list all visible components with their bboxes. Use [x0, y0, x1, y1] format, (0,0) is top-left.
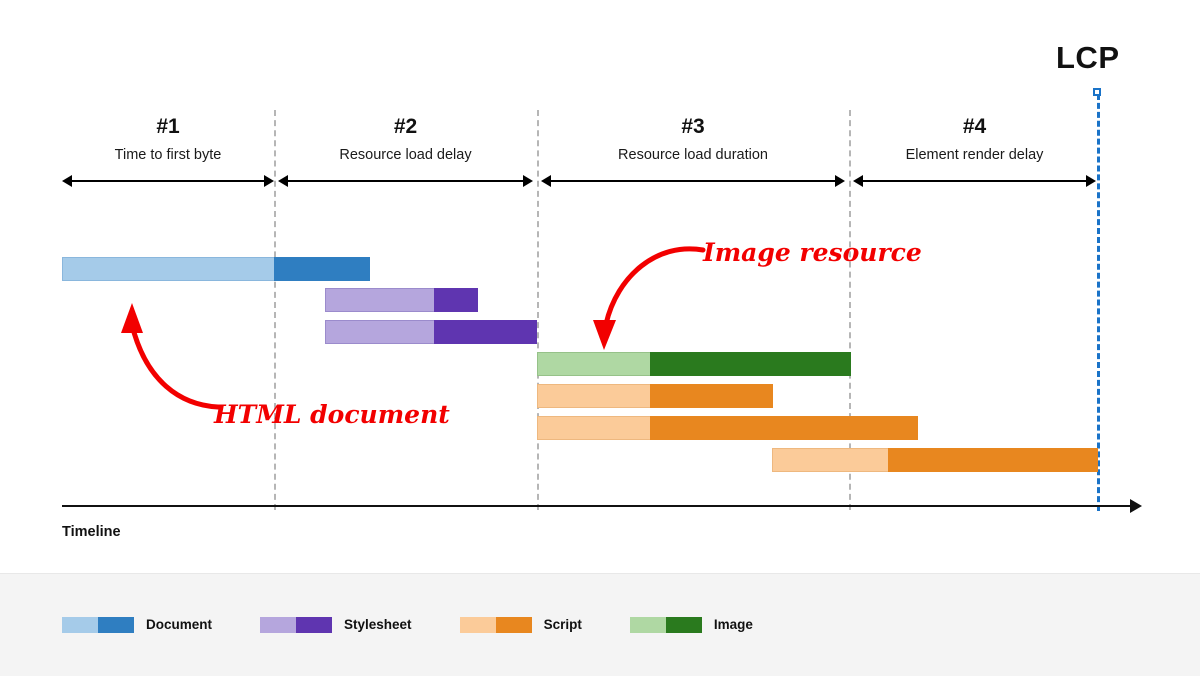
legend-item-stylesheet: Stylesheet — [260, 617, 412, 633]
script-bar-3 — [772, 448, 1098, 472]
script-bar-1-light-segment — [537, 384, 650, 408]
phase-divider-2 — [537, 110, 539, 510]
document-bar-dark-segment — [274, 257, 370, 281]
html-document-annotation: HTML document — [214, 400, 450, 429]
phase-1-number: #1 — [156, 115, 180, 138]
script-bar-3-dark-segment — [888, 448, 1098, 472]
timeline-axis-label: Timeline — [62, 524, 121, 540]
phase-divider-1 — [274, 110, 276, 510]
lcp-dashed-line — [1097, 94, 1100, 511]
legend: Document Stylesheet Script Image — [62, 615, 801, 635]
script-bar-3-light-segment — [772, 448, 888, 472]
legend-band — [0, 573, 1200, 676]
legend-label-image: Image — [713, 617, 753, 633]
html-document-arrow-icon — [121, 303, 221, 410]
stylesheet-bar-2-light-segment — [325, 320, 434, 344]
timeline-axis-arrowhead-icon — [1130, 499, 1142, 513]
image-resource-arrow-icon — [593, 246, 706, 350]
script-bar-2 — [537, 416, 918, 440]
image-bar-dark-segment — [650, 352, 851, 376]
image-bar-light-segment — [537, 352, 650, 376]
phase-2-span-arrow-icon — [278, 175, 533, 187]
legend-swatch-image — [629, 617, 702, 633]
stylesheet-bar-2-dark-segment — [434, 320, 537, 344]
phase-divider-3 — [849, 110, 851, 510]
script-bar-1-dark-segment — [650, 384, 773, 408]
legend-swatch-document — [62, 617, 134, 633]
phase-4-description: Element render delay — [905, 147, 1044, 163]
stylesheet-bar-2 — [325, 320, 537, 344]
legend-item-image: Image — [629, 617, 753, 633]
phase-2-description: Resource load delay — [339, 147, 472, 163]
phase-1-description: Time to first byte — [114, 147, 222, 163]
legend-item-document: Document — [62, 617, 212, 633]
legend-label-document: Document — [146, 617, 213, 633]
phase-4-span-arrow-icon — [853, 175, 1096, 187]
script-bar-2-dark-segment — [650, 416, 918, 440]
script-bar-1 — [537, 384, 773, 408]
image-bar — [537, 352, 851, 376]
stylesheet-bar-1 — [325, 288, 478, 312]
legend-label-script: Script — [543, 617, 582, 633]
phase-3-number: #3 — [681, 115, 705, 138]
phase-3-span-arrow-icon — [541, 175, 845, 187]
legend-label-stylesheet: Stylesheet — [344, 617, 412, 633]
stylesheet-bar-1-dark-segment — [434, 288, 478, 312]
phase-3-description: Resource load duration — [618, 147, 768, 163]
image-resource-annotation: Image resource — [703, 238, 922, 267]
legend-item-script: Script — [459, 617, 582, 633]
phase-4-number: #4 — [962, 115, 987, 138]
timeline-axis-line — [62, 505, 1132, 507]
script-bar-2-light-segment — [537, 416, 650, 440]
document-bar-light-segment — [62, 257, 274, 281]
lcp-label: LCP — [1056, 40, 1120, 75]
document-bar — [62, 257, 370, 281]
phase-1-span-arrow-icon — [62, 175, 274, 187]
legend-swatch-script — [459, 617, 532, 633]
phase-2-number: #2 — [393, 115, 418, 138]
legend-swatch-stylesheet — [260, 617, 333, 633]
stylesheet-bar-1-light-segment — [325, 288, 434, 312]
